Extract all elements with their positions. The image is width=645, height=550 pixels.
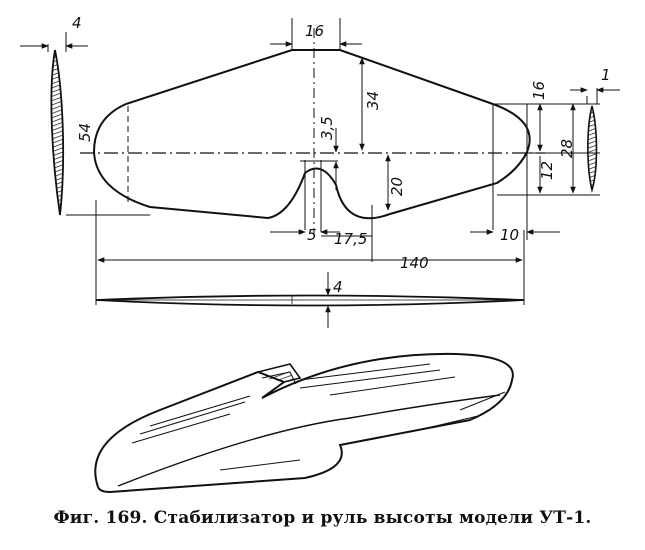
root-section-profile bbox=[20, 32, 88, 216]
notch-width-label: 5 bbox=[307, 226, 317, 244]
notch-offset-label: 17,5 bbox=[334, 230, 367, 248]
front-thickness-label: 4 bbox=[333, 278, 343, 296]
center-flat-label: 16 bbox=[305, 22, 324, 40]
total-chord-label: 54 bbox=[76, 123, 94, 142]
tip-lower-label: 12 bbox=[538, 161, 556, 180]
half-chord-label: 34 bbox=[364, 91, 382, 110]
notch-depth-label: 3,5 bbox=[318, 116, 336, 140]
figure-caption: Фиг. 169. Стабилизатор и руль высоты мод… bbox=[53, 508, 592, 528]
tip-upper-label: 16 bbox=[530, 81, 548, 100]
root-thickness-label: 4 bbox=[72, 14, 82, 32]
tip-section-profile bbox=[570, 87, 620, 194]
span-label: 140 bbox=[400, 254, 429, 272]
elevator-chord-label: 20 bbox=[388, 177, 406, 196]
tip-thickness-label: 1 bbox=[601, 66, 611, 84]
stabilizer-perspective-view bbox=[94, 352, 514, 494]
stabilizer-front-view bbox=[95, 294, 525, 307]
stabilizer-plan-view bbox=[80, 28, 545, 240]
tip-chord-label: 28 bbox=[558, 139, 576, 158]
tip-length-label: 10 bbox=[500, 226, 519, 244]
